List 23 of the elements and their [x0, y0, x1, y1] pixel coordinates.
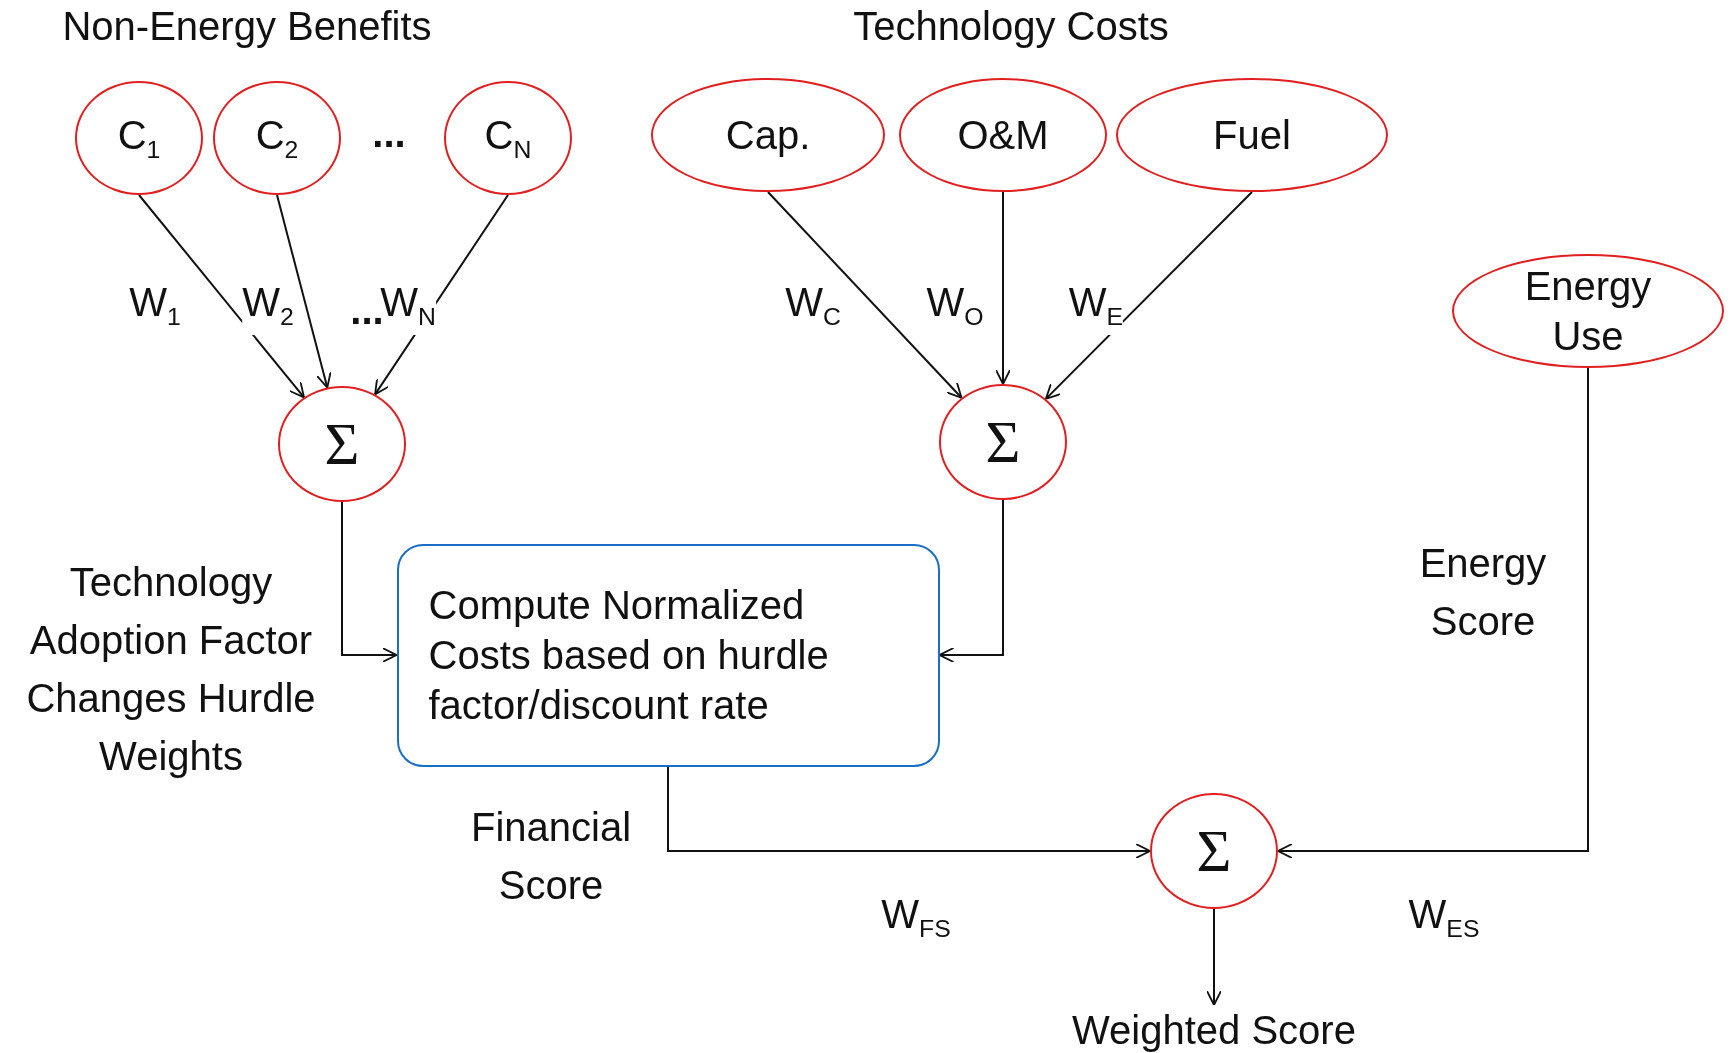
sum-circle: Σ [278, 386, 406, 502]
ellipse-node: C$_{1}$ [75, 81, 203, 195]
arrow [138, 194, 305, 399]
arrow [341, 501, 398, 663]
ellipse-node: Fuel [1116, 78, 1388, 192]
arrow [1206, 908, 1222, 1006]
arrow [938, 499, 1004, 663]
arrow [1277, 367, 1589, 859]
arrow [276, 194, 332, 389]
sum-circle: Σ [1150, 793, 1278, 909]
arrow [995, 191, 1011, 385]
process-box: Compute Normalized Costs based on hurdle factor/discount rate [396, 543, 940, 767]
output-text: Weighted Score [1064, 1005, 1364, 1053]
ellipsis: ... [372, 110, 406, 157]
ellipse-node: C$_{2}$ [213, 81, 341, 195]
ellipse-node: Cap. [651, 78, 885, 192]
sum-circle: Σ [939, 384, 1067, 500]
ellipse-node: C$_{N}$ [444, 81, 572, 195]
ellipse-node: O&M [899, 78, 1107, 192]
arrow [667, 765, 1151, 859]
arrow [1044, 191, 1253, 400]
ellipse-node: Energy Use [1452, 254, 1724, 368]
arrow [767, 191, 963, 399]
